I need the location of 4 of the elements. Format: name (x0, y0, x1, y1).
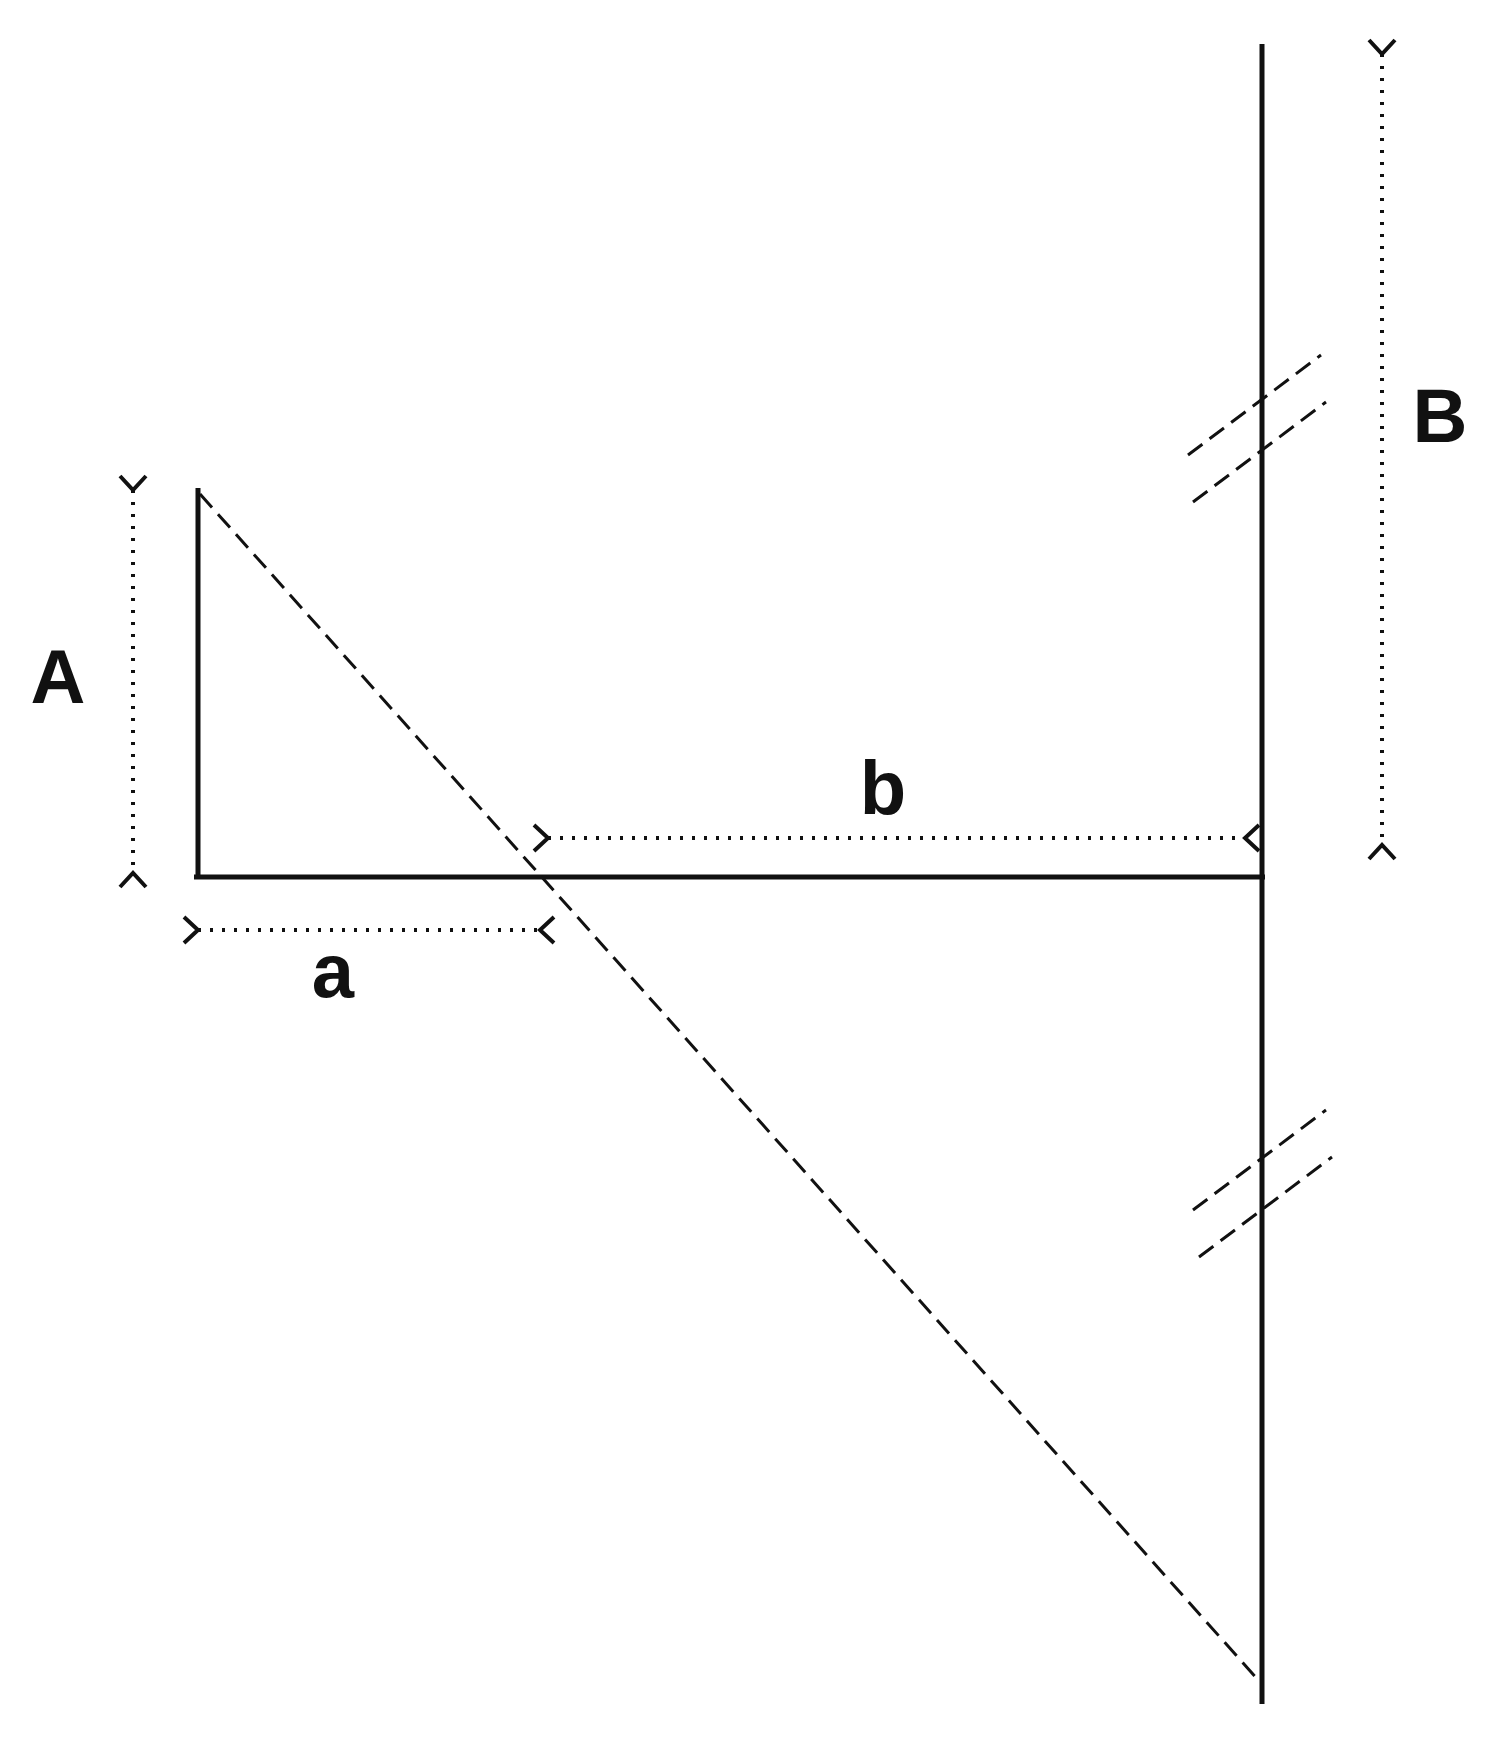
dimension-label: B (1412, 378, 1468, 454)
dimension-label: a (311, 933, 355, 1009)
dimension-label: b (859, 750, 907, 826)
dimension-label: A (30, 639, 86, 715)
